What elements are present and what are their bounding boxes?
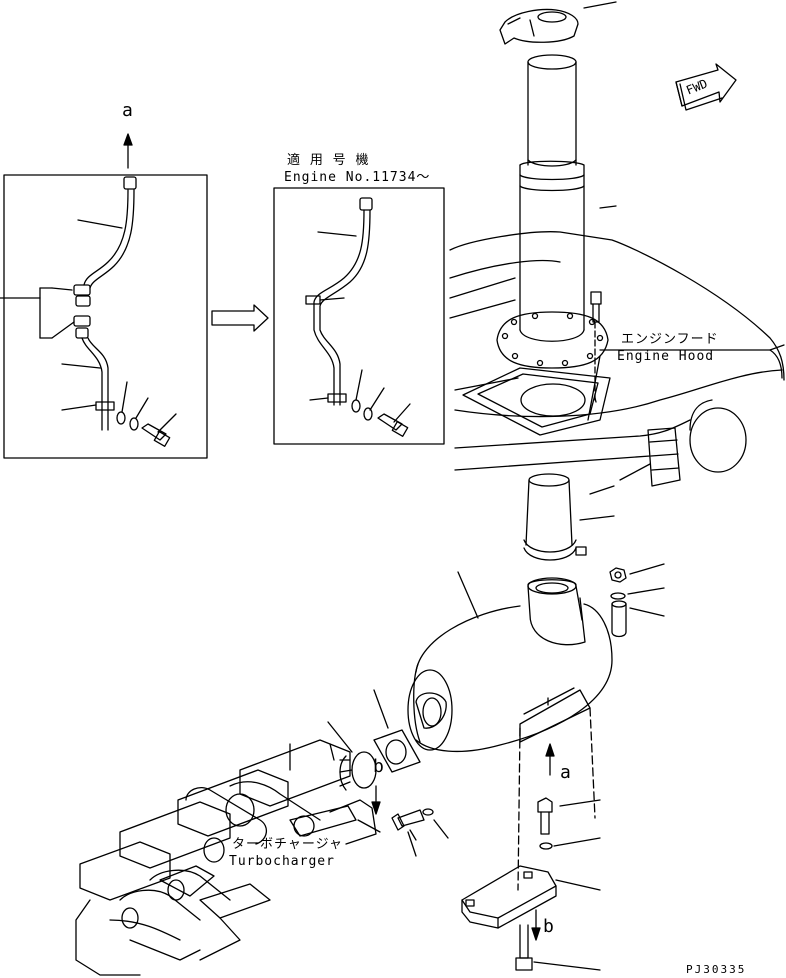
engine-hood-en: Engine Hood	[617, 349, 715, 364]
inlet-connection	[328, 690, 448, 856]
callout-b-left: b	[373, 756, 384, 777]
inset-pipe-assembly	[274, 188, 444, 444]
fwd-indicator	[676, 64, 736, 110]
inset-applicable-jp: 適 用 号 機	[287, 153, 370, 168]
inset-detail-box	[274, 188, 444, 444]
engine-block	[76, 740, 380, 975]
mount-hardware	[610, 564, 664, 637]
callout-a-bottom: a	[560, 762, 571, 783]
engine-hood-jp: エンジンフード	[621, 332, 719, 347]
inset-applicable-en: Engine No.11734～	[284, 170, 431, 185]
callout-a-top: a	[122, 100, 133, 121]
turbo-en: Turbocharger	[229, 854, 335, 869]
transition-arrow	[212, 305, 268, 331]
bracket-assembly	[462, 798, 600, 970]
adapter-tube	[524, 464, 650, 560]
drawing-code: PJ30335	[686, 963, 747, 976]
callout-b-bottom: b	[543, 916, 554, 937]
left-detail-box	[4, 175, 207, 458]
exhaust-stack	[497, 2, 616, 400]
turbo-jp: ターボチャージャ	[232, 837, 343, 852]
engine-hood	[450, 232, 784, 486]
left-pipe-assembly	[0, 134, 207, 458]
muffler	[408, 572, 612, 890]
